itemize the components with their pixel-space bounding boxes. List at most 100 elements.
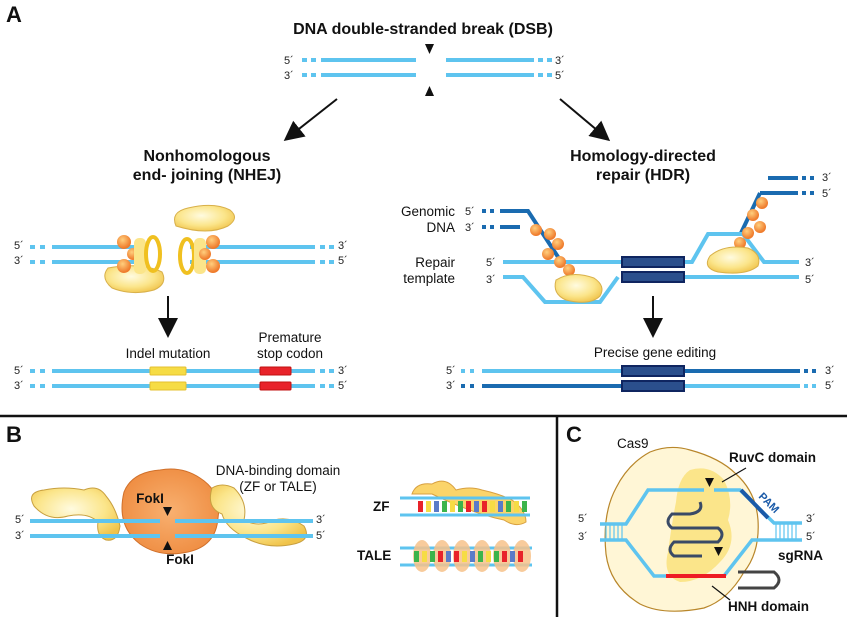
foki-dimer [121,468,220,555]
end-label: 3´ [15,530,25,542]
genomic-strand [739,191,814,234]
panel-b: B DNA-binding domain (ZF or TALE) 5´ 3´ … [6,422,532,572]
genomic-dna-label-line2: DNA [426,220,455,235]
end-label: 3´ [822,172,832,184]
zf-finger [490,501,495,512]
hnh-label: HNH domain [728,599,809,614]
dsb-duplex: 5´ 3´ 3´ 5´ [284,44,565,96]
tale-base-pair [478,551,483,562]
tale-base-pair [422,551,427,562]
binding-domain-label-line1: DNA-binding domain [216,463,341,478]
end-label: 5´ [14,365,24,377]
end-label: 5´ [825,380,835,392]
template-insert-block [621,271,685,283]
precise-editing-label: Precise gene editing [594,345,716,360]
tale-base-pair [446,551,451,562]
nhej-title-line2: end- joining (NHEJ) [133,167,281,184]
hnh-pointer [711,585,731,601]
zf-domain: ZF [373,480,530,526]
tale-base-pair [470,551,475,562]
foki-label-top: FokI [136,491,164,506]
template-insert-block [621,256,685,268]
tale-base-pair [454,551,459,562]
zf-finger [514,501,519,512]
ku-protein-right [174,204,235,275]
binding-domain-label-line2: (ZF or TALE) [239,479,317,494]
sgrna-structure [666,501,781,590]
zf-finger [418,501,423,512]
end-label: 5´ [338,380,348,392]
arrow-to-hdr-icon [559,98,611,142]
panel-a-letter: A [6,2,22,27]
zf-finger [458,501,463,512]
stop-codon-block [259,366,292,376]
tale-base-pair [502,551,507,562]
end-label: 3´ [465,222,475,234]
end-label: 5´ [284,55,294,67]
end-label: 5´ [822,188,832,200]
genomic-strand [482,209,564,265]
end-label: 3´ [14,255,24,267]
ruvc-pointer [721,467,747,483]
end-label: 3´ [338,365,348,377]
zf-finger [498,501,503,512]
end-label: 3´ [486,274,496,286]
indel-block [149,366,187,376]
cas9-lobe [666,468,732,582]
repair-template-label-line2: template [403,271,455,286]
rad51-complex-left [530,224,603,303]
tale-domain: TALE [357,540,532,572]
zf-finger [482,501,487,512]
nhej-title-line1: Nonhomologous [143,148,270,165]
tale-base-pair [430,551,435,562]
end-label: 5´ [805,274,815,286]
pam-segment [739,488,770,520]
end-label: 5´ [465,206,475,218]
ku-protein-left [104,235,165,294]
end-label: 3´ [284,70,294,82]
stop-codon-label-line1: Premature [258,330,321,345]
end-label: 5´ [555,70,565,82]
zf-finger [442,501,447,512]
cas9-label: Cas9 [617,436,649,451]
tale-base-pair [438,551,443,562]
rad51-complex-right [706,197,768,274]
end-label: 3´ [446,380,456,392]
template-strand [503,275,799,304]
end-label: 3´ [316,514,326,526]
end-label: 3´ [14,380,24,392]
indel-block [149,381,187,391]
zf-finger [466,501,471,512]
end-label: 3´ [338,240,348,252]
repair-template-label-line1: Repair [415,255,455,270]
tale-base-pair [518,551,523,562]
tale-base-pair [462,551,467,562]
nhej-section: Nonhomologous end- joining (NHEJ) 5´ 3´ … [14,148,348,392]
panel-a: A DNA double-stranded break (DSB) 5´ 3´ … [6,2,835,392]
cut-arrow-top-icon [425,44,434,54]
zf-finger [434,501,439,512]
sgrna-label: sgRNA [778,548,823,563]
panel-b-letter: B [6,422,22,447]
hnh-cut-arrow-icon [714,547,723,556]
end-label: 5´ [446,365,456,377]
end-label: 3´ [578,531,588,543]
end-label: 5´ [15,514,25,526]
tale-repeats [413,540,531,572]
ruvc-cut-arrow-icon [705,478,714,487]
hdr-title-line1: Homology-directed [570,148,716,165]
end-label: 3´ [805,257,815,269]
end-label: 5´ [14,240,24,252]
zf-fingers [418,501,527,512]
cut-arrow-bottom-icon [163,541,172,550]
zf-finger [426,501,431,512]
end-label: 5´ [338,255,348,267]
end-label: 3´ [825,365,835,377]
panel-c: C Cas9 PAM 5´ 3´ 3´ 5´ RuvC domain sgRNA [566,422,823,614]
hdr-section: Homology-directed repair (HDR) Genomic D… [401,148,835,392]
genomic-dna-label-line1: Genomic [401,204,455,219]
end-label: 5´ [316,530,326,542]
hdr-title-line2: repair (HDR) [596,167,690,184]
zf-finger [474,501,479,512]
